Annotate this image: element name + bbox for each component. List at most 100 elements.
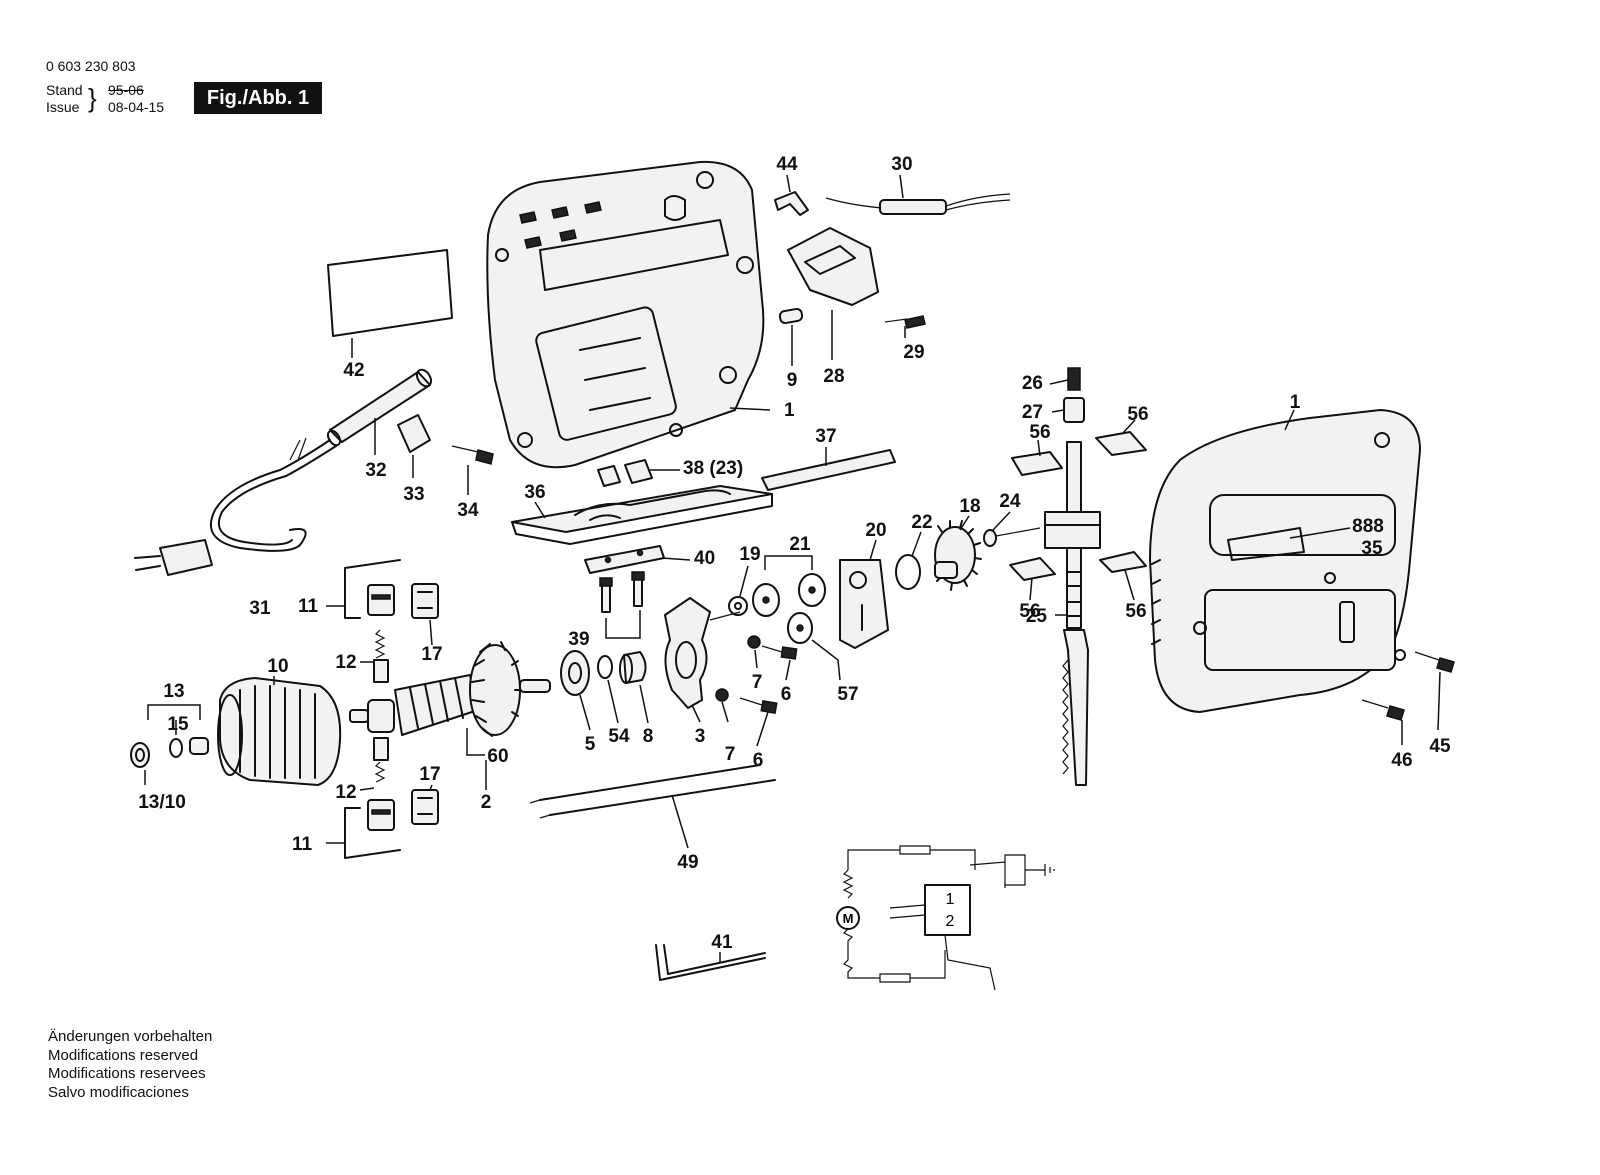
modifications-note: Änderungen vorbehalten Modifications res…: [48, 1028, 212, 1102]
switch-terminal-1: 1: [946, 891, 955, 908]
guide-rail-part: [761, 449, 896, 491]
screw-45-part: [1414, 651, 1455, 673]
callout-1-left: 1: [784, 400, 795, 421]
field-stator-part: [217, 677, 342, 786]
callout-33: 33: [403, 484, 424, 505]
screws-39-part: [599, 571, 645, 639]
bracket-13-lead: [147, 704, 201, 720]
callout-7-bottom: 7: [725, 744, 736, 765]
callout-27: 27: [1022, 402, 1043, 423]
callout-28: 28: [823, 366, 844, 387]
callout-labels: 44 30 42 32 33 34 9 28 29 1 1 26 27 56 5…: [138, 154, 1451, 953]
mains-cable-part: [134, 437, 337, 576]
callout-39: 39: [568, 629, 589, 650]
callout-60: 60: [487, 746, 508, 767]
callout-11-bottom: 11: [292, 834, 313, 855]
callout-11-top: 11: [298, 596, 319, 617]
old-date: 95-06: [108, 82, 144, 98]
callout-18: 18: [959, 496, 980, 517]
callout-19: 19: [739, 544, 760, 565]
callout-42: 42: [343, 360, 364, 381]
brush-holder-top-part: [344, 559, 401, 619]
washer-57-part: [787, 612, 813, 644]
rods-49-part: [529, 764, 776, 819]
sleeve-part: [189, 737, 209, 755]
figure-label: Fig./Abb. 1: [194, 82, 322, 114]
guide-piece-top-left-part: [1011, 451, 1063, 476]
screw-6-top-part: [761, 645, 798, 660]
saw-blade-part: [1062, 629, 1089, 786]
callout-6-bottom: 6: [753, 750, 764, 771]
callout-2: 2: [481, 792, 492, 813]
guide-piece-top-right-part: [1095, 431, 1147, 456]
capacitor-part: [825, 193, 1011, 215]
washer-22-part: [895, 554, 921, 590]
square-nuts-part: [597, 459, 653, 487]
callout-46: 46: [1391, 750, 1412, 771]
gear-18-part: [934, 520, 982, 591]
motor-label: M: [843, 911, 854, 926]
callout-56-bottom-right: 56: [1125, 601, 1146, 622]
callout-20: 20: [865, 520, 886, 541]
screw-34-part: [451, 445, 494, 465]
bearing-bracket-part: [664, 597, 741, 709]
callout-8: 8: [643, 726, 654, 747]
callout-13-10: 13/10: [138, 792, 186, 813]
callout-13: 13: [163, 681, 184, 702]
callout-7-top: 7: [752, 672, 763, 693]
brush-cap-bottom-part: [411, 789, 439, 825]
nut-7-bottom-part: [715, 688, 729, 702]
callout-1-right: 1: [1290, 392, 1301, 413]
callout-34: 34: [457, 500, 479, 521]
leader-lines: [273, 174, 1441, 963]
note-spanish: Salvo modificaciones: [48, 1083, 189, 1101]
callout-6-top: 6: [781, 684, 792, 705]
callout-24: 24: [999, 491, 1021, 512]
callout-22: 22: [911, 512, 932, 533]
star-washer-19-part: [728, 596, 748, 616]
callout-30: 30: [891, 154, 912, 175]
callout-29: 29: [903, 342, 924, 363]
callout-25: 25: [1026, 606, 1048, 627]
callout-9: 9: [787, 370, 798, 391]
switch-terminal-2: 2: [946, 913, 955, 930]
housing-half-left-part: [486, 160, 765, 469]
carbon-brush-top-part: [373, 629, 389, 683]
callout-12-top: 12: [335, 652, 356, 673]
callout-17-bottom: 17: [419, 764, 440, 785]
callout-12-bottom: 12: [335, 782, 356, 803]
clamp-plate-part: [584, 545, 665, 574]
bushing-8-part: [619, 651, 647, 684]
carbon-brush-bottom-part: [373, 737, 389, 783]
callout-56-bottom-left: 56: [1019, 601, 1040, 622]
stand-label: Stand: [46, 82, 83, 98]
base-plate-part: [511, 485, 773, 545]
switch-part: [787, 227, 879, 306]
callout-41: 41: [711, 932, 733, 953]
brace-glyph: }: [88, 83, 97, 113]
callout-32: 32: [365, 460, 386, 481]
screw-46-part: [1361, 699, 1405, 721]
part-number: 0 603 230 803: [46, 58, 136, 74]
roller-24-part: [983, 527, 1041, 547]
callout-10: 10: [267, 656, 288, 677]
callout-5: 5: [585, 734, 596, 755]
callout-35: 35: [1361, 538, 1383, 559]
issue-date: 08-04-15: [108, 99, 165, 115]
note-german: Änderungen vorbehalten: [48, 1028, 213, 1045]
bearing-13-part: [130, 742, 150, 768]
callout-40: 40: [694, 548, 715, 569]
callout-56-top-left: 56: [1029, 422, 1050, 443]
cable-clamp-part: [397, 414, 431, 453]
brush-cap-top-part: [411, 583, 439, 619]
callout-56-top-right: 56: [1127, 404, 1148, 425]
wiring-schematic: [836, 845, 1055, 991]
washers-21-part: [752, 555, 826, 617]
callout-57: 57: [837, 684, 858, 705]
eccentric-disc-part: [839, 559, 889, 649]
nut-7-top-part: [747, 635, 761, 649]
callout-26: 26: [1022, 373, 1043, 394]
callout-888: 888: [1352, 516, 1384, 537]
callout-21: 21: [789, 534, 811, 555]
